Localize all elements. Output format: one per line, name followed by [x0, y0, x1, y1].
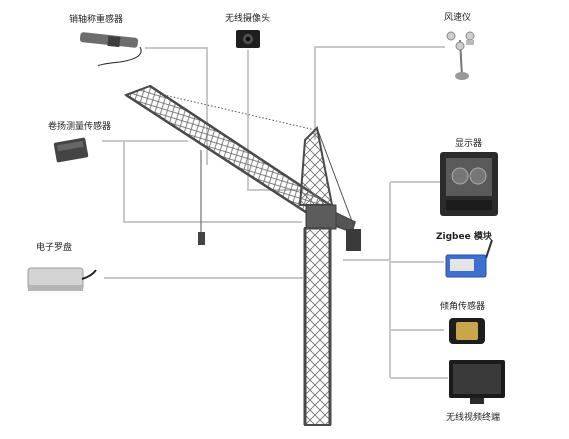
video-terminal-device [449, 360, 505, 404]
crane-cab [305, 204, 337, 230]
label-pin-sensor: 销轴称重感器 [69, 15, 124, 25]
camera-device [236, 30, 260, 48]
zigbee-device [445, 239, 493, 278]
label-zigbee: Zigbee 模块 [436, 232, 492, 242]
connector-lines [102, 46, 448, 379]
label-anemometer: 风速仪 [444, 13, 472, 23]
tower-crane [123, 84, 361, 426]
counterweight [346, 229, 361, 251]
label-display: 显示器 [455, 139, 483, 149]
display-device [440, 152, 498, 216]
connector-anemometer [314, 46, 445, 140]
pin-sensor-device [79, 32, 142, 67]
label-camera: 无线摄像头 [225, 14, 271, 24]
tilt-sensor-device [449, 318, 485, 344]
compass-device [27, 267, 97, 291]
label-video-terminal: 无线视频终端 [446, 413, 501, 423]
crane-apex [298, 125, 334, 206]
label-winch-sensor: 卷扬测量传感器 [48, 122, 112, 132]
anemometer-device [446, 31, 475, 80]
connector-hub [343, 259, 391, 286]
label-compass: 电子罗盘 [36, 243, 73, 253]
hook-block [198, 232, 205, 245]
winch-sensor-device [53, 137, 89, 163]
crane-mast [304, 227, 331, 426]
connector-winch [102, 140, 302, 223]
label-tilt-sensor: 倾角传感器 [440, 302, 486, 312]
